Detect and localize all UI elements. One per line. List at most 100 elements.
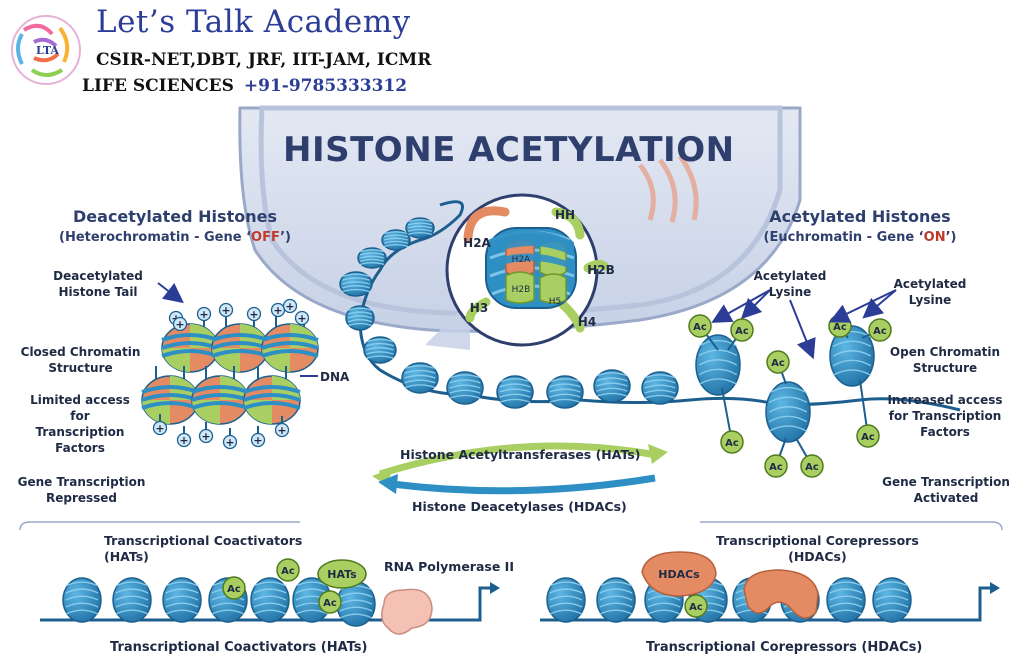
coactivator-bottom-label: Transcriptional Coactivators (HATs) xyxy=(110,640,368,655)
positive-charge: + xyxy=(152,420,168,436)
open-line-1: Open Chromatin xyxy=(889,345,1001,359)
hdacs-arrow xyxy=(378,474,656,495)
dna-label: DNA xyxy=(320,370,350,384)
hdacs-label: Histone Deacetylases (HDACs) xyxy=(412,499,627,514)
academy-name: Let’s Talk Academy xyxy=(96,4,411,40)
positive-charge: + xyxy=(246,306,262,322)
nucleosome-bead xyxy=(357,247,387,269)
acetyl-label: Ac xyxy=(771,358,785,369)
left-sub-suffix: ’) xyxy=(280,230,291,245)
deacetylated-cluster: ++++++++++++++ xyxy=(141,298,319,450)
plus-label: + xyxy=(175,318,184,331)
corepressor-bottom-label: Transcriptional Corepressors (HDACs) xyxy=(646,640,923,655)
deacetylated-nucleosome xyxy=(191,375,249,425)
right-sub-suffix: ’) xyxy=(945,230,957,245)
inner-h2b-label: H2B xyxy=(511,285,531,295)
left-sub-prefix: (Heterochromatin - Gene ‘ xyxy=(59,230,252,245)
lysine-b-line-2: Lysine xyxy=(908,293,952,307)
h3-label: H3 xyxy=(469,301,489,315)
nucleosome-bead xyxy=(496,375,534,409)
positive-charge: + xyxy=(172,316,188,332)
activated-line-1: Gene Transcription xyxy=(882,475,1010,489)
hats-blob-label: HATs xyxy=(327,568,357,581)
coactivator-top-line-2: (HATs) xyxy=(104,549,149,564)
limited-access-label: Limited access for Transcription Factors xyxy=(20,392,140,456)
plus-label: + xyxy=(249,308,258,321)
nucleosome-zoom xyxy=(425,193,609,350)
nucleosome-bead xyxy=(829,325,875,387)
nucleosome-bead xyxy=(593,369,631,403)
academy-subject: LIFE SCIENCES xyxy=(82,76,234,96)
acetyl-group: Ac xyxy=(720,430,744,454)
acetyl-group: Ac xyxy=(868,318,892,342)
plus-label: + xyxy=(297,312,306,325)
right-heading: Acetylated Histones xyxy=(769,207,951,226)
section-divider xyxy=(19,521,1003,531)
corepressor-top-label: Transcriptional Corepressors (HDACs) xyxy=(716,533,919,565)
nucleosome-bead xyxy=(339,271,373,297)
plus-label: + xyxy=(277,424,286,437)
plus-label: + xyxy=(273,304,282,317)
increased-line-3: Factors xyxy=(920,425,970,439)
left-subheading: (Heterochromatin - Gene ‘OFF’) xyxy=(40,230,310,245)
hdacs-blob xyxy=(743,569,819,619)
inner-h2a-label: H2A xyxy=(511,255,531,265)
corepressor-top-line-1: Transcriptional Corepressors xyxy=(716,533,919,548)
right-sub-prefix: (Euchromatin - Gene ‘ xyxy=(763,230,924,245)
activated-line-2: Activated xyxy=(913,491,979,505)
academy-exams: CSIR-NET,DBT, JRF, IIT-JAM, ICMR xyxy=(96,50,432,70)
repressed-line-1: Gene Transcription xyxy=(17,475,146,489)
rna-polymerase-label: RNA Polymerase II xyxy=(384,559,514,574)
h2b-label: H2B xyxy=(587,263,615,277)
acetyl-group: Ac xyxy=(828,314,852,338)
positive-charge: + xyxy=(218,302,234,318)
hats-blob xyxy=(317,559,367,589)
closed-line-2: Structure xyxy=(48,361,113,375)
left-sub-state: OFF xyxy=(251,230,281,245)
positive-charge: + xyxy=(198,428,214,444)
acetylated-lysine-label-b: Acetylated Lysine xyxy=(880,276,980,308)
academy-logo: LTA xyxy=(11,15,81,85)
coactivator-top-label: Transcriptional Coactivators (HATs) xyxy=(104,533,302,565)
right-sub-state: ON xyxy=(923,230,946,245)
nucleosome-bead xyxy=(112,577,152,623)
nucleosome-bead xyxy=(381,229,411,251)
increased-line-1: Increased access xyxy=(887,393,1003,407)
acetyl-label: Ac xyxy=(281,566,295,577)
academy-contact: LIFE SCIENCES+91-9785333312 xyxy=(82,76,407,96)
acetyl-label: Ac xyxy=(861,432,875,443)
positive-charge: + xyxy=(196,306,212,322)
positive-charge: + xyxy=(270,302,286,318)
positive-charge: + xyxy=(176,432,192,448)
plus-label: + xyxy=(253,434,262,447)
plus-label: + xyxy=(225,436,234,449)
plus-label: + xyxy=(199,308,208,321)
coactivator-top-line-1: Transcriptional Coactivators xyxy=(104,533,303,548)
label-pointers xyxy=(157,282,897,377)
plus-label: + xyxy=(155,422,164,435)
deacetylated-nucleosome xyxy=(243,375,301,425)
nucleosome-bead xyxy=(345,305,375,331)
deacetylated-nucleosome xyxy=(141,375,199,425)
nucleosome-bead xyxy=(250,577,290,623)
hats-label: Histone Acetyltransferases (HATs) xyxy=(400,447,641,462)
acetyl-group: Ac xyxy=(276,558,300,582)
increased-access-label: Increased access for Transcription Facto… xyxy=(885,392,1005,440)
activated-label: Gene Transcription Activated xyxy=(876,474,1016,506)
closed-line-1: Closed Chromatin xyxy=(20,345,141,359)
open-chromatin-label: Open Chromatin Structure xyxy=(885,344,1005,376)
acetyl-group: Ac xyxy=(222,576,246,600)
gene-line xyxy=(40,586,494,622)
lysine-b-line-1: Acetylated xyxy=(893,277,967,291)
acetyl-group: Ac xyxy=(684,594,708,618)
repressed-label: Gene Transcription Repressed xyxy=(14,474,149,506)
right-subheading: (Euchromatin - Gene ‘ON’) xyxy=(740,230,980,245)
nucleosome-bead xyxy=(405,217,435,239)
deacetylated-tail-label: Deacetylated Histone Tail xyxy=(38,268,158,300)
tail-label-line-1: Deacetylated xyxy=(53,269,143,283)
central-chromatin-fiber xyxy=(339,217,679,409)
acetyl-group: Ac xyxy=(688,314,712,338)
lysine-a-line-2: Lysine xyxy=(768,285,812,299)
